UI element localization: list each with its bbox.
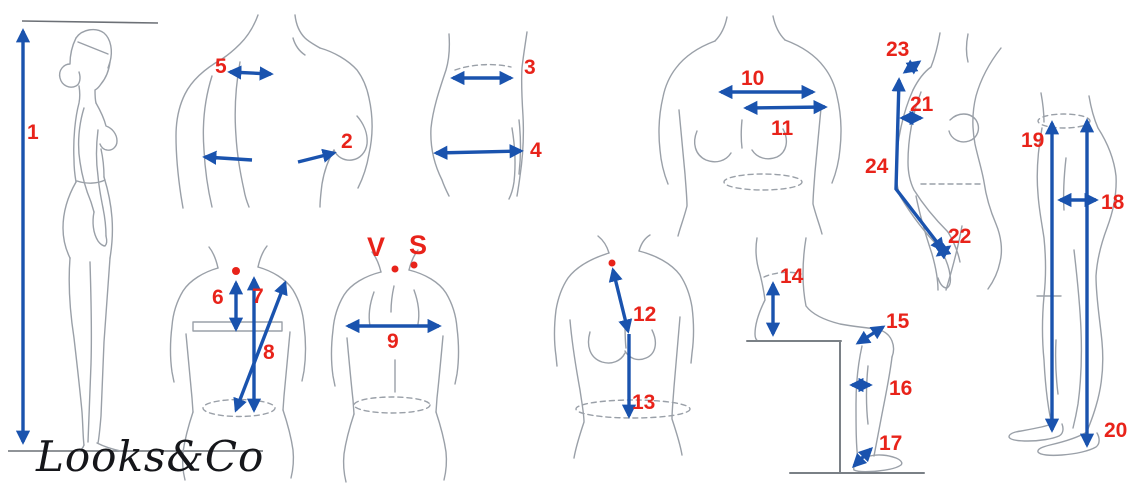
measurement-label-15: 15 — [886, 310, 910, 333]
figure-arm-side — [895, 32, 1003, 291]
measurement-label-14: 14 — [780, 265, 804, 288]
arrow-17-ankle — [851, 446, 874, 469]
measurement-label-18: 18 — [1101, 191, 1125, 214]
arrow-8-diagonal-back — [233, 280, 288, 413]
measurement-label-22: 22 — [948, 225, 972, 248]
measurement-label-9: 9 — [387, 330, 399, 353]
brand-logo: Looks&Co — [36, 432, 265, 481]
figure-back-view-width — [330, 249, 460, 483]
measurement-label-20: 20 — [1104, 419, 1128, 442]
figure-front-torso-length — [553, 234, 695, 459]
stool-and-floor — [746, 340, 925, 474]
arrow-5-shoulder — [227, 65, 274, 81]
arrow-15-knee — [855, 325, 886, 345]
arrow-2-bust-left — [202, 150, 253, 165]
measurement-label-4: 4 — [530, 139, 542, 162]
landmark-v-label: V — [367, 232, 386, 262]
measurement-label-17: 17 — [879, 432, 903, 455]
arrow-12-neck-to-bust — [608, 267, 633, 334]
measurement-label-21: 21 — [910, 93, 934, 116]
figure-full-height-side — [58, 28, 122, 452]
arrow-24-arm-length — [891, 77, 945, 253]
reference-lines — [8, 20, 263, 452]
measurement-label-5: 5 — [215, 55, 227, 78]
measurement-label-12: 12 — [633, 303, 657, 326]
measurement-label-11: 11 — [771, 117, 794, 140]
measurement-label-19: 19 — [1021, 129, 1045, 152]
measurement-label-1: 1 — [27, 121, 39, 144]
measurement-label-24: 24 — [865, 155, 889, 178]
measurement-label-8: 8 — [263, 341, 275, 364]
measurement-label-10: 10 — [741, 67, 765, 90]
measurement-label-13: 13 — [632, 391, 656, 414]
arrow-11-bust-width — [743, 100, 828, 115]
arrow-4-hip — [433, 144, 524, 160]
measurement-label-23: 23 — [886, 38, 910, 61]
figure-waist-hip-side — [430, 31, 528, 200]
figure-shoulder-bust — [175, 14, 373, 209]
arrow-23-shoulder-point — [902, 59, 922, 75]
figure-seated-side — [754, 237, 903, 473]
landmark-s-label: S — [409, 230, 428, 260]
landmark-dots — [232, 259, 616, 275]
measurement-label-6: 6 — [212, 286, 224, 309]
measurement-label-16: 16 — [889, 377, 913, 400]
arrow-2-bust-right — [297, 148, 337, 164]
measurement-label-3: 3 — [524, 56, 536, 79]
figure-front-torso-bust — [658, 15, 842, 237]
measurement-label-7: 7 — [252, 285, 264, 308]
measurement-label-2: 2 — [341, 130, 353, 153]
